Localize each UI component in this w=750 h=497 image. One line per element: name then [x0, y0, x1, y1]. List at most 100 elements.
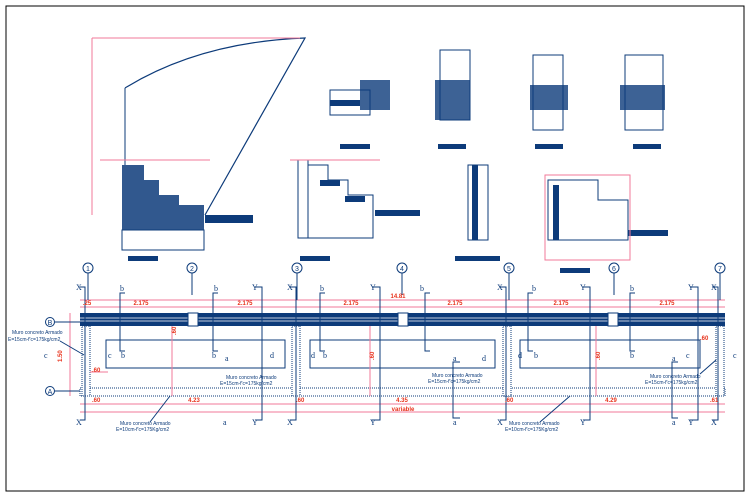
axis-7: 7: [714, 262, 726, 274]
dimensions-total: 14.81: [390, 294, 406, 300]
section_marks-x: X: [287, 283, 293, 292]
axis-A: A: [45, 386, 55, 396]
section_marks-d: d: [518, 351, 522, 360]
section_marks-b: b: [212, 351, 216, 360]
row_axes-1: A: [48, 389, 53, 396]
section_marks-a: a: [453, 354, 457, 363]
dimensions-end: .61: [710, 398, 719, 404]
dimensions-bay: 2.175: [659, 301, 675, 307]
section_marks-b: b: [120, 284, 124, 293]
dimensions-bay: 2.175: [343, 301, 359, 307]
section_marks-y: Y: [370, 283, 376, 292]
notes-wall_15: E=15cm-f'c=175kg/cm2: [428, 379, 481, 385]
dimensions-span_v: .60: [596, 351, 602, 360]
detail-arch-section: [91, 37, 307, 261]
dimensions-offset: .60: [700, 336, 709, 342]
section_marks-x: X: [76, 283, 82, 292]
detail-step-section: [290, 159, 420, 261]
dimensions-bay1: 4.23: [188, 398, 200, 404]
notes-wall_title: Muro concreto Armado: [432, 373, 483, 379]
section_marks-a: a: [672, 354, 676, 363]
section_marks-b: b: [121, 351, 125, 360]
dimensions-variable: variable: [392, 407, 415, 413]
section-labels: X X Y Y X X Y Y X X Y Y Y Y X X b b b b …: [44, 283, 737, 427]
dimensions-offset: .60: [92, 368, 101, 374]
section_marks-a: a: [672, 418, 676, 427]
section_marks-y: Y: [688, 283, 694, 292]
section_marks-b: b: [323, 351, 327, 360]
axes-1: 2: [190, 266, 194, 273]
notes-wall_15: E=15cm-f'c=175kg/cm2: [8, 337, 61, 343]
dimensions-height: 1.50: [58, 350, 64, 362]
section_marks-y: Y: [370, 418, 376, 427]
dimensions-bay: 2.175: [447, 301, 463, 307]
section_marks-y: Y: [252, 283, 258, 292]
section_marks-x: X: [76, 418, 82, 427]
section_marks-x: X: [497, 283, 503, 292]
notes-wall_10: E=10cm-f'c=175Kg/cm2: [116, 427, 169, 433]
notes-wall_10: E=10cm-f'c=175Kg/cm2: [505, 427, 558, 433]
section_marks-y: Y: [252, 418, 258, 427]
section_marks-b: b: [320, 284, 324, 293]
section_marks-x: X: [287, 418, 293, 427]
dimensions-bay3: 4.29: [605, 398, 617, 404]
dimensions-span_v: .60: [172, 326, 178, 335]
section_marks-x: X: [711, 418, 717, 427]
section_marks-b: b: [630, 284, 634, 293]
detail-small-sections: [329, 49, 668, 273]
section_marks-x: X: [497, 418, 503, 427]
dimensions-span_v: .60: [370, 351, 376, 360]
section_marks-c: c: [44, 351, 48, 360]
notes-wall_title: Muro concreto Armado: [12, 330, 63, 336]
dimensions-bay: 2.175: [133, 301, 149, 307]
section_marks-d: d: [482, 354, 486, 363]
section_marks-c: c: [733, 351, 737, 360]
section_marks-b: b: [214, 284, 218, 293]
notes-wall_15: E=15cm-f'c=175kg/cm2: [645, 380, 698, 386]
dimensions-bay2: 4.35: [396, 398, 408, 404]
section_marks-c: c: [686, 351, 690, 360]
axis-B: B: [45, 317, 55, 327]
axes-5: 6: [612, 266, 616, 273]
notes-wall_title: Muro concreto Armado: [226, 375, 277, 381]
axes-6: 7: [718, 266, 722, 273]
dimensions-offset: .60: [505, 398, 514, 404]
notes-wall_15: E=15cm-f'c=175kg/cm2: [220, 381, 273, 387]
section_marks-y: Y: [580, 418, 586, 427]
section_marks-a: a: [225, 354, 229, 363]
axes-2: 3: [295, 266, 299, 273]
wall-notes: Muro concreto Armado E=15cm-f'c=175kg/cm…: [8, 330, 717, 433]
notes-wall_title: Muro concreto Armado: [120, 421, 171, 427]
notes-wall_title: Muro concreto Armado: [650, 374, 701, 380]
axes-3: 4: [400, 266, 404, 273]
axis-5: 5: [503, 262, 515, 274]
dimensions-bay: 2.175: [553, 301, 569, 307]
section_marks-d: d: [270, 351, 274, 360]
section_marks-y: Y: [580, 283, 586, 292]
section_marks-c: c: [108, 351, 112, 360]
section_marks-a: a: [453, 418, 457, 427]
row_axes-0: B: [48, 320, 53, 327]
section_marks-b: b: [420, 284, 424, 293]
section_marks-b: b: [534, 351, 538, 360]
dimensions-offset: .60: [296, 398, 305, 404]
section_marks-x: X: [711, 283, 717, 292]
axis-4: 4: [396, 262, 408, 274]
axis-6: 6: [608, 262, 620, 274]
section_marks-a: a: [223, 418, 227, 427]
notes-wall_title: Muro concreto Armado: [509, 421, 560, 427]
axis-1: 1: [82, 262, 94, 274]
dimensions-bay: 2.175: [237, 301, 253, 307]
axes-4: 5: [507, 266, 511, 273]
axis-3: 3: [291, 262, 303, 274]
section_marks-d: d: [311, 351, 315, 360]
axes-0: 1: [86, 266, 90, 273]
section_marks-b: b: [532, 284, 536, 293]
section_marks-b: b: [630, 351, 634, 360]
dimensions-column: .25: [83, 301, 92, 307]
axis-2: 2: [186, 262, 198, 274]
floor-plan: [69, 286, 726, 421]
dimensions-offset: .60: [92, 398, 101, 404]
drawing-frame: [5, 5, 745, 492]
